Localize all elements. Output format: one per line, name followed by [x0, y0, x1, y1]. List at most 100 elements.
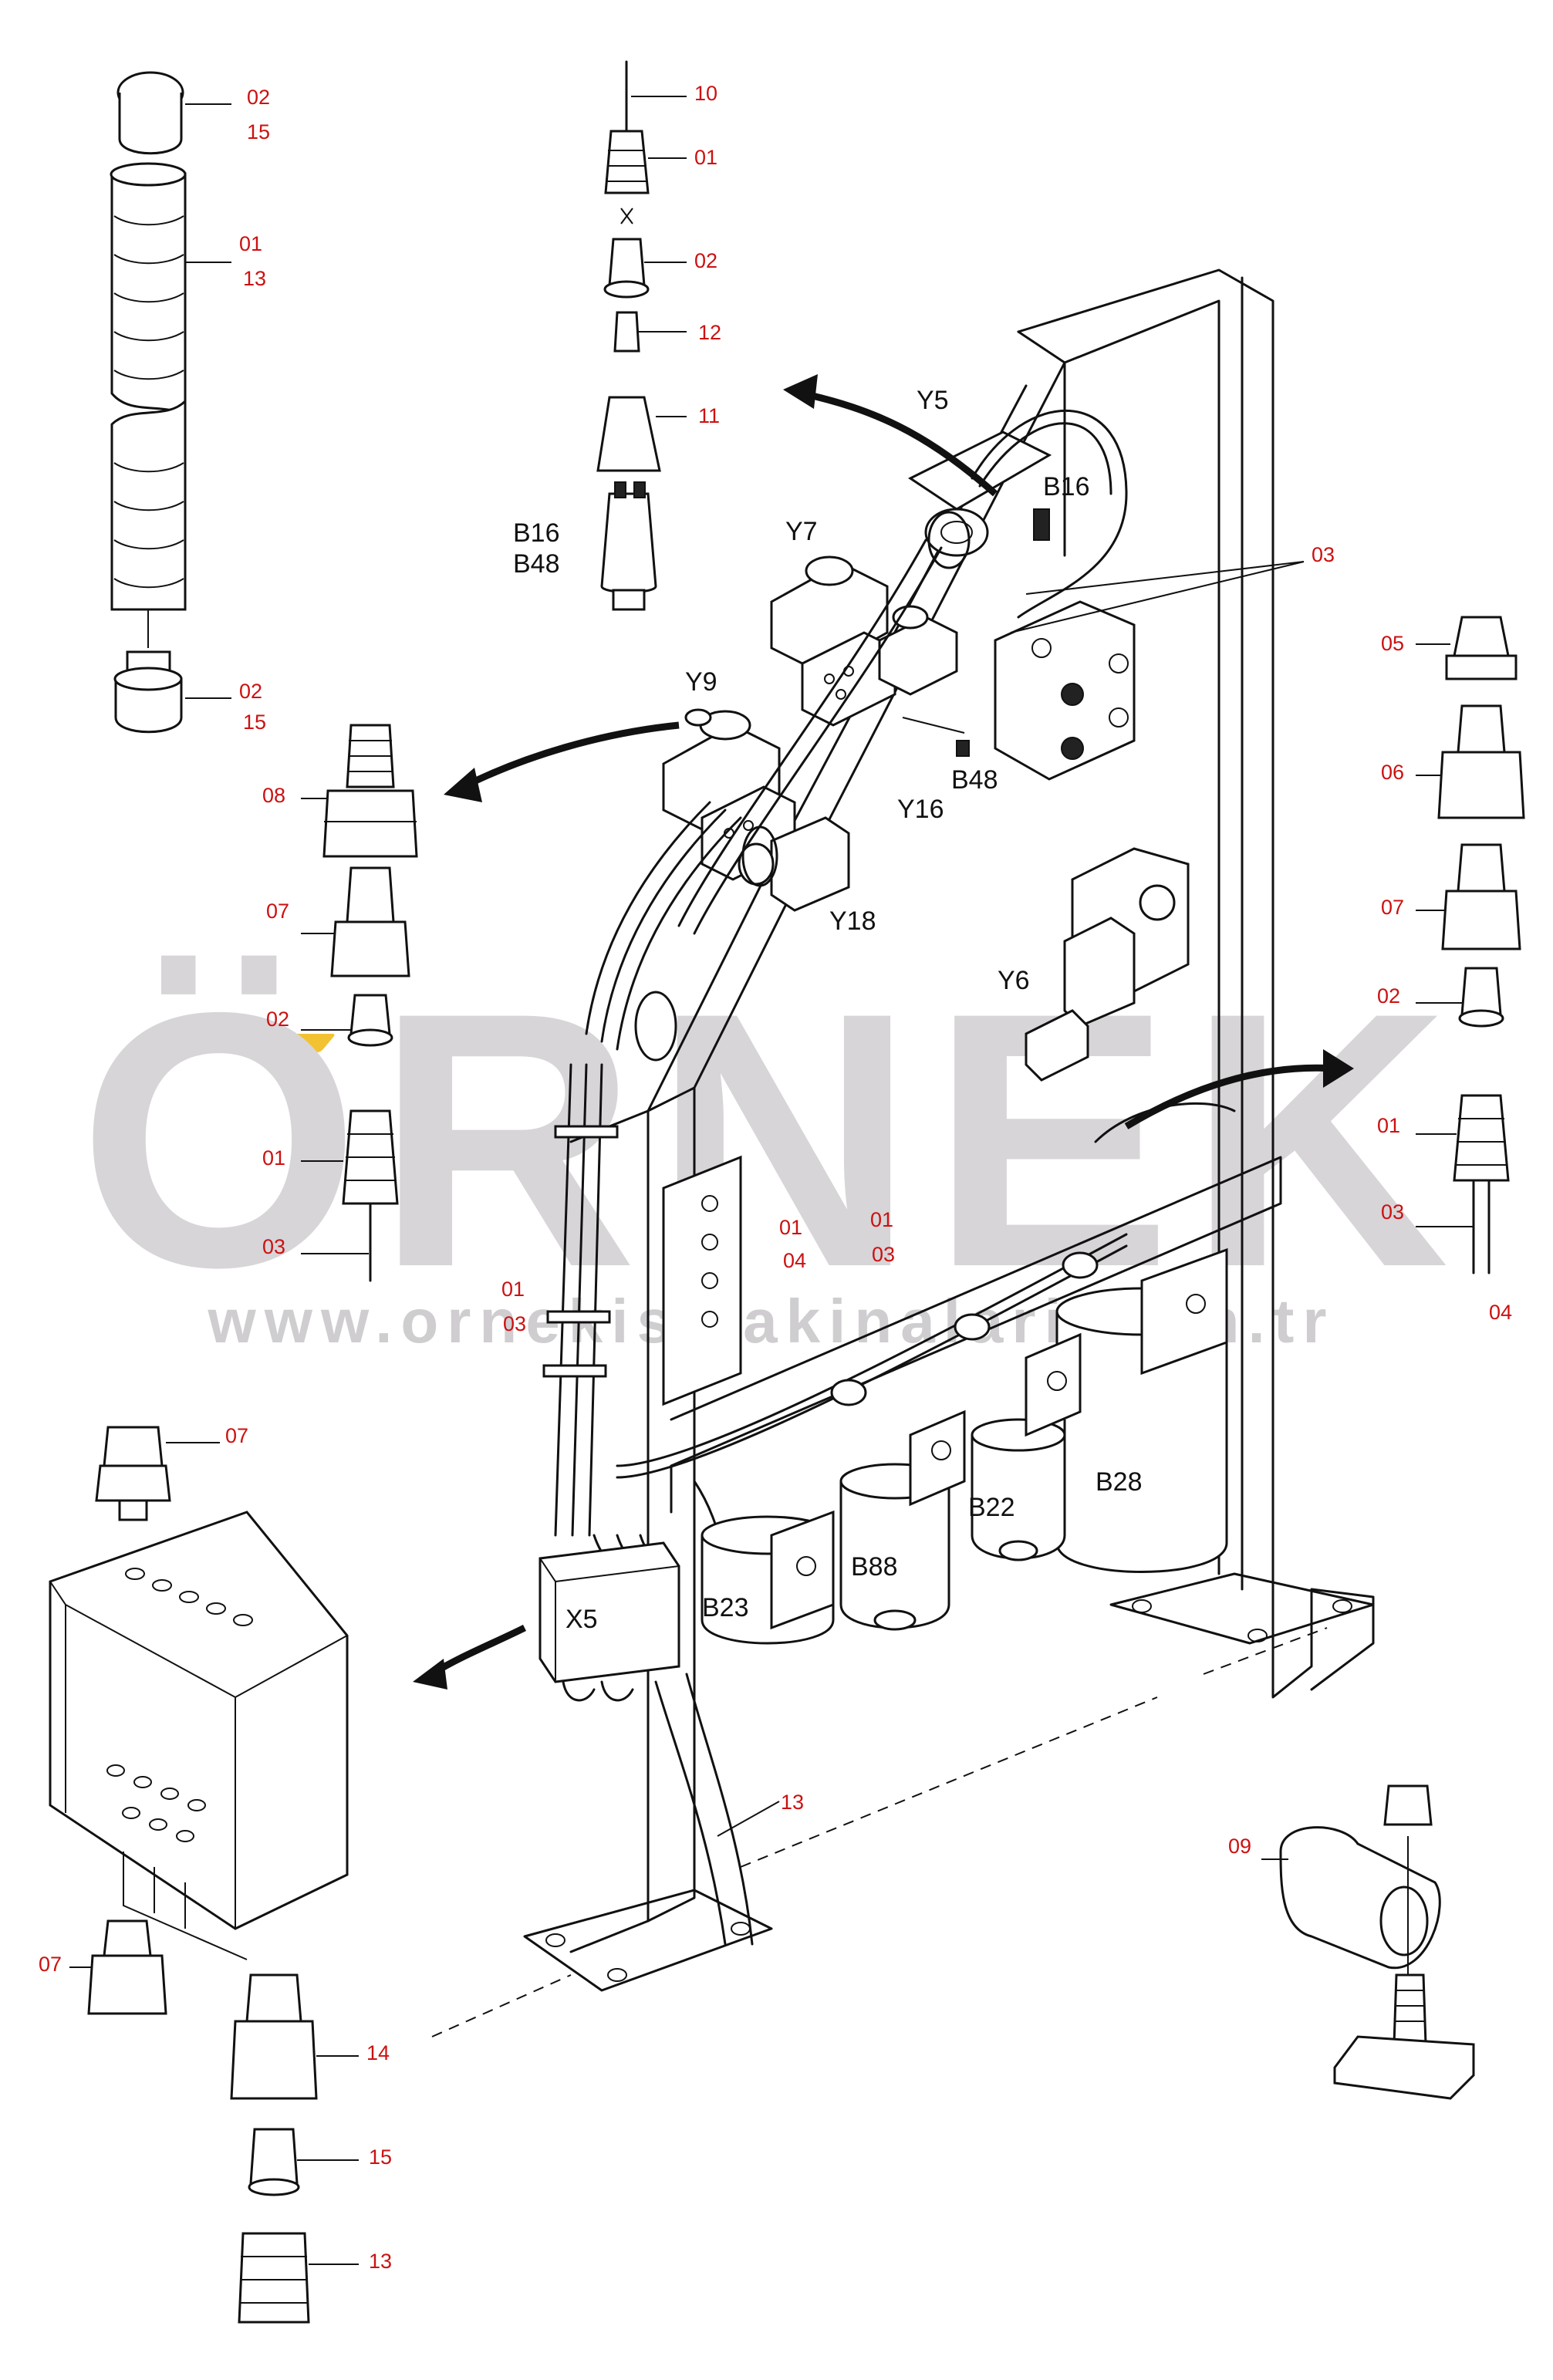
box-cables: [123, 1852, 248, 1960]
base-bolt: [731, 1922, 751, 1936]
filter-bank: [701, 1247, 1228, 1645]
callout-03: 03: [262, 1235, 285, 1258]
label-y9: Y9: [685, 667, 717, 697]
part-number-callouts: 02 15 01 13 02 15 10 01 02 12 11 03 08 0…: [39, 82, 1512, 2273]
manifold-port: [1109, 653, 1129, 673]
terminal-screw: [701, 1234, 718, 1251]
rail-cable: [616, 1233, 1128, 1467]
callout-02: 02: [239, 680, 262, 703]
b48-fitting: [956, 740, 970, 757]
box-gland-nut-07b: [87, 1954, 167, 2015]
gland-grommet-ribs: [345, 1133, 396, 1181]
rear-frame-right: [1017, 268, 1375, 1699]
clamp-nut: [1383, 1784, 1433, 1826]
watermark: ÖRNEK www.ornekismakinalari.com.tr: [78, 937, 1449, 1355]
b22-mount: [1025, 1332, 1082, 1437]
box-insert-rim: [248, 2178, 300, 2196]
box-gland-neck: [118, 1499, 148, 1521]
main-leaders: [717, 561, 1305, 1837]
callout-07: 07: [266, 900, 289, 923]
callout-04: 04: [783, 1249, 806, 1272]
label-b22: B22: [968, 1493, 1015, 1522]
callout-07: 07: [39, 1953, 62, 1976]
terminal-screw: [701, 1195, 718, 1212]
cable-run: [693, 546, 943, 935]
arrow-head: [1323, 1049, 1354, 1088]
sensor-cross: [620, 208, 633, 224]
conduit-ribs: [113, 462, 184, 589]
callout-14: 14: [366, 2041, 390, 2064]
cable-vertical: [554, 1063, 572, 1537]
conduit-tube-top: [110, 162, 187, 187]
box-gland-nut-07: [95, 1464, 171, 1502]
sensor-clip: [613, 311, 640, 353]
gland-nut-07: [330, 920, 410, 977]
box-knockout: [133, 1776, 152, 1788]
base-bolt: [1332, 1599, 1352, 1613]
arrow-head: [444, 768, 482, 802]
arrow-to-left-fittings: [461, 721, 680, 791]
arrow-to-right-fittings: [1124, 1064, 1335, 1129]
cable-run: [677, 538, 927, 927]
terminal-screw: [701, 1272, 718, 1289]
callout-12: 12: [698, 321, 721, 344]
gland-grommet-ribs: [1456, 1118, 1507, 1166]
arrow-head: [783, 374, 818, 409]
callout-01: 01: [501, 1278, 525, 1301]
gland-thread-ribs: [348, 740, 393, 772]
box-knockout: [106, 1764, 125, 1777]
gland-nut-07: [1441, 890, 1521, 950]
b23-mount: [770, 1510, 835, 1630]
hose-loop-inner: [978, 422, 1112, 495]
callout-06: 06: [1381, 761, 1404, 784]
b23-bolt: [796, 1556, 816, 1576]
label-b28: B28: [1096, 1467, 1143, 1497]
y5-valve-block: [908, 430, 1052, 511]
conduit-ribs: [113, 215, 184, 380]
sensor-pin: [633, 481, 646, 498]
box-knockout: [149, 1818, 167, 1831]
label-y16: Y16: [897, 795, 944, 824]
label-y18: Y18: [829, 906, 876, 936]
sensor-boot: [596, 396, 661, 472]
b22-bolt: [1047, 1371, 1067, 1391]
detail-gland-left: [301, 724, 418, 1282]
callout-02: 02: [694, 249, 717, 272]
leader-line: [717, 1801, 780, 1837]
x5-box-body: [538, 1541, 680, 1683]
callout-07: 07: [1381, 896, 1404, 919]
sensor-pin: [614, 481, 626, 498]
front-base-plate: [523, 1889, 773, 1992]
x5-bottom-loops: [562, 1680, 634, 1702]
gland-grommet-01: [1453, 1094, 1510, 1182]
cable-run: [585, 801, 711, 1035]
callout-01: 01: [239, 232, 262, 255]
callout-02: 02: [266, 1008, 289, 1031]
callout-04: 04: [1489, 1301, 1512, 1324]
gland-insert-rim: [347, 1028, 393, 1047]
x5-junction-box: [538, 1541, 680, 1702]
conduit-fitting-bottom: [114, 677, 183, 734]
callout-09: 09: [1228, 1835, 1251, 1858]
box-knockout: [233, 1614, 253, 1626]
label-y5: Y5: [917, 386, 949, 415]
conduit-tube-lower: [110, 398, 187, 611]
base-bolt: [1247, 1629, 1268, 1642]
gland-thread-07: [1457, 843, 1506, 893]
aux-solenoid-cap: [892, 605, 929, 630]
x5-box-edges: [539, 1558, 680, 1682]
junction-box-edges: [49, 1581, 348, 1929]
gland-insert-02: [1460, 967, 1502, 1016]
rear-base-plate: [1109, 1572, 1375, 1645]
cable-gland: [1062, 1251, 1099, 1279]
callout-03: 03: [872, 1243, 895, 1266]
y18-block: [770, 816, 850, 912]
label-y6: Y6: [998, 966, 1030, 995]
cable-loop: [741, 825, 778, 887]
y7-screw: [824, 673, 835, 684]
callout-arrows: [413, 374, 1354, 1690]
sensor-grommet: [604, 130, 650, 194]
y9-screw: [743, 820, 754, 831]
callout-07: 07: [225, 1424, 248, 1447]
